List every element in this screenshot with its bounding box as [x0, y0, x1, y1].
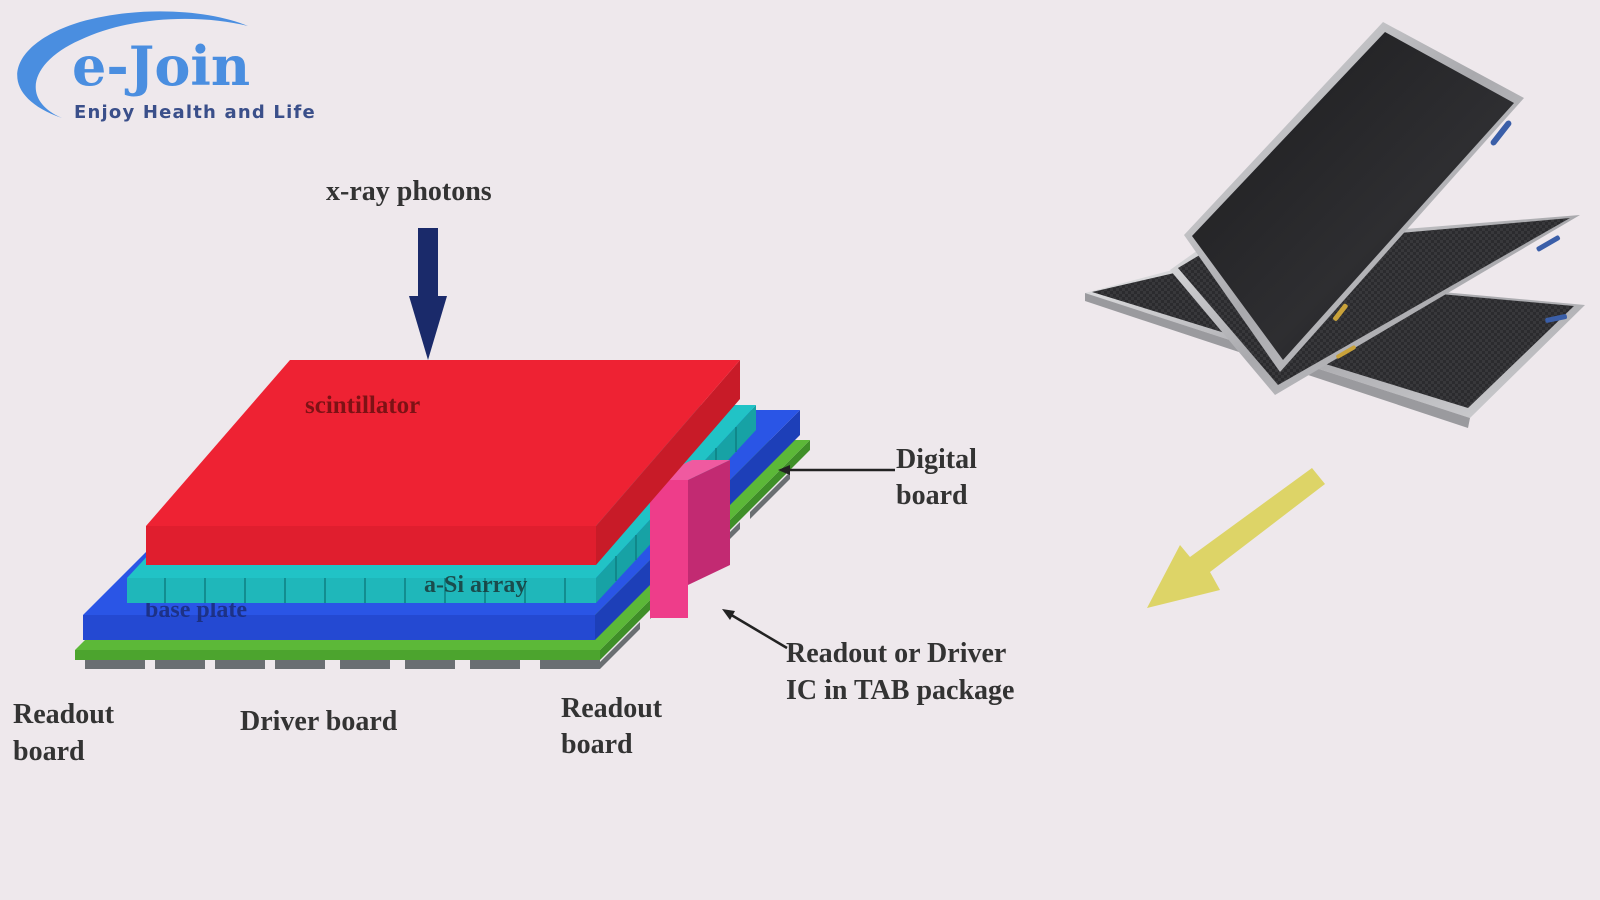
driver-board-label: Driver board [240, 706, 398, 737]
brand-logo: e-Join Enjoy Health and Life [17, 11, 316, 123]
detector-layer-diagram: base plate [13, 176, 1014, 767]
x-ray-photons-label: x-ray photons [326, 176, 492, 207]
scintillator-label: scintillator [305, 392, 420, 419]
scintillator-layer: scintillator [146, 360, 740, 565]
asi-array-label: a-Si array [424, 572, 527, 598]
logo-wordmark: e-Join [72, 34, 250, 98]
tab-package-ic [650, 460, 730, 618]
readout-driver-arrowhead-icon [722, 609, 735, 620]
digital-board-label-line2: board [896, 480, 968, 511]
readout-driver-leader-line [727, 611, 788, 650]
readout-driver-label-line1: Readout or Driver [786, 638, 1006, 669]
logo-tagline: Enjoy Health and Life [74, 102, 316, 123]
readout-board-right-label-line1: Readout [561, 693, 663, 724]
digital-board-arrowhead-icon [778, 465, 790, 475]
readout-board-left-label-line2: board [13, 736, 85, 767]
logo-swoosh-icon [17, 11, 248, 118]
readout-driver-label-line2: IC in TAB package [786, 675, 1014, 706]
x-ray-arrow-icon [409, 228, 447, 360]
pointer-arrow-icon [1147, 468, 1325, 608]
readout-board-left-label-line1: Readout [13, 699, 115, 730]
readout-board-right-label-line2: board [561, 729, 633, 760]
flat-panel-detector-icon [1085, 22, 1585, 428]
detector-panel-top [1184, 22, 1524, 372]
digital-board-label-line1: Digital [896, 444, 977, 475]
